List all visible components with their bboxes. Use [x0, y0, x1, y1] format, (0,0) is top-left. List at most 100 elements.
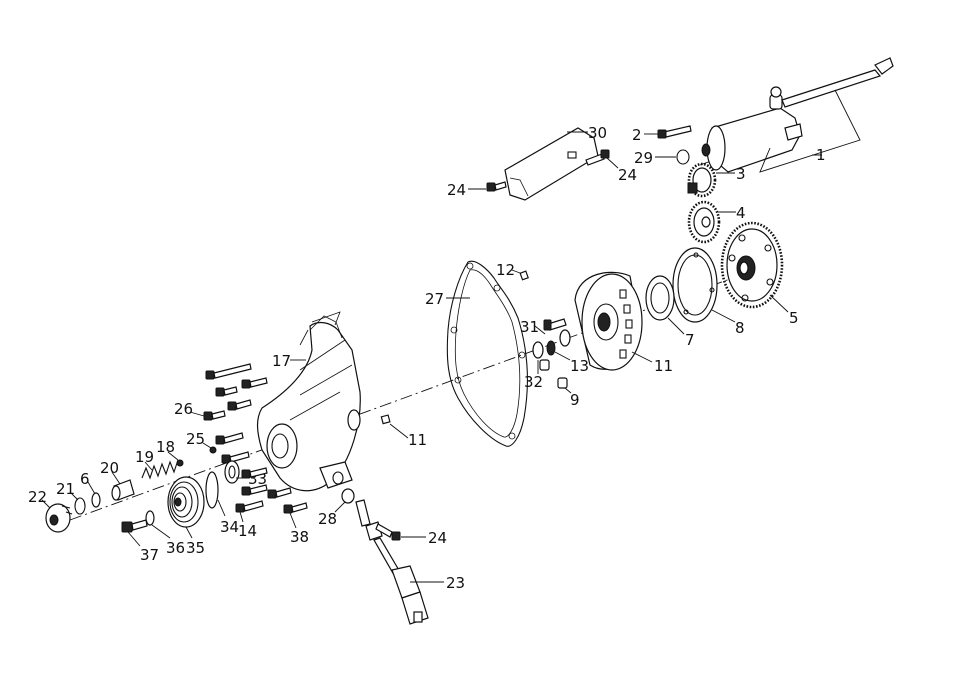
flywheel-gear-5 [720, 221, 784, 309]
leader-18 [167, 451, 179, 461]
leader-11-dowel [389, 423, 409, 439]
leader-35 [185, 526, 193, 539]
leader-38 [289, 512, 297, 529]
leader-6 [87, 481, 96, 495]
leader-36 [151, 524, 171, 539]
clip-18 [176, 459, 184, 467]
cap-22 [45, 503, 73, 533]
callout-34: 34 [220, 518, 239, 536]
leader-11-rotor [631, 351, 653, 363]
leader-22 [41, 499, 51, 509]
callout-31: 31 [520, 318, 539, 336]
bolt-24-cover-right [585, 149, 610, 166]
callout-9: 9 [570, 391, 580, 409]
callout-25: 25 [186, 430, 205, 448]
callout-2: 2 [632, 126, 642, 144]
callout-11-rotor: 11 [654, 357, 673, 375]
callout-14: 14 [238, 522, 257, 540]
bolt-37 [121, 519, 148, 533]
callout-18: 18 [156, 438, 175, 456]
ring-34 [205, 471, 219, 509]
callout-11-dowel: 11 [408, 431, 427, 449]
flywheel-rotor-11 [574, 271, 643, 371]
leader-24-right [606, 157, 619, 169]
bolt-24-sensor [375, 523, 401, 541]
leader-8 [711, 309, 736, 323]
leader-25 [202, 442, 212, 449]
bolt-31 [543, 318, 567, 331]
callout-3: 3 [736, 165, 746, 183]
leader-12 [511, 269, 521, 274]
bearing-ring-7 [645, 275, 675, 321]
callout-28: 28 [318, 510, 337, 528]
callout-21: 21 [56, 480, 75, 498]
side-cover-17 [256, 311, 361, 492]
collar-20 [111, 479, 135, 501]
callout-24-right: 24 [618, 166, 637, 184]
callout-5: 5 [789, 309, 799, 327]
leader-20 [111, 471, 121, 485]
leader-31 [534, 325, 546, 335]
leader-34 [217, 499, 226, 517]
washer-36 [145, 510, 155, 526]
callout-35: 35 [186, 539, 205, 557]
bolts-38 [267, 487, 308, 514]
callout-27: 27 [425, 290, 444, 308]
leader-9 [564, 387, 572, 394]
callout-22: 22 [28, 488, 47, 506]
callout-12: 12 [496, 261, 515, 279]
idler-gear-4 [687, 200, 721, 244]
callout-30: 30 [588, 124, 607, 142]
bolt-24-cover-left [486, 181, 507, 192]
washer-25 [209, 446, 217, 454]
callout-23: 23 [446, 574, 465, 592]
oil-seal-33 [224, 460, 240, 484]
callout-4: 4 [736, 204, 746, 222]
callout-24-left: 24 [447, 181, 466, 199]
starter-gear-3 [687, 162, 717, 198]
callout-24-sensor: 24 [428, 529, 447, 547]
callout-29: 29 [634, 149, 653, 167]
leader-7 [667, 317, 685, 335]
callout-32: 32 [524, 373, 543, 391]
washer-6 [91, 492, 101, 508]
leader-14 [239, 511, 244, 523]
bolts-14 [235, 467, 268, 513]
callout-13: 13 [570, 357, 589, 375]
callout-37: 37 [140, 546, 159, 564]
dowel-11 [380, 414, 391, 425]
callout-19: 19 [135, 448, 154, 466]
spacer-13 [546, 340, 556, 356]
callout-7: 7 [685, 331, 695, 349]
clutch-plate-8 [672, 247, 718, 323]
bolt-pair-9 [539, 359, 568, 389]
callout-26: 26 [174, 400, 193, 418]
sensor-23 [355, 499, 429, 625]
leader-19 [144, 461, 153, 471]
leader-28 [334, 501, 346, 513]
cover-plate-30 [504, 127, 599, 201]
callout-6: 6 [80, 470, 90, 488]
leader-5 [769, 294, 789, 313]
callout-1: 1 [816, 146, 826, 164]
gasket-27 [446, 260, 528, 447]
callout-38: 38 [290, 528, 309, 546]
leader-21 [69, 491, 79, 501]
o-ring-29 [676, 149, 690, 165]
seal-32 [532, 341, 544, 359]
leader-1 [759, 89, 861, 173]
pulley-35 [167, 476, 205, 528]
o-ring-21 [74, 497, 86, 515]
bolt-2 [657, 125, 692, 139]
callout-20: 20 [100, 459, 119, 477]
washer-13a [559, 329, 571, 347]
callout-8: 8 [735, 319, 745, 337]
callout-17: 17 [272, 352, 291, 370]
bolts-26 [203, 363, 268, 464]
callout-36: 36 [166, 539, 185, 557]
starter-motor [701, 57, 894, 173]
bushing-28 [341, 488, 355, 504]
leader-37 [127, 531, 141, 547]
dowel-12 [519, 270, 529, 281]
